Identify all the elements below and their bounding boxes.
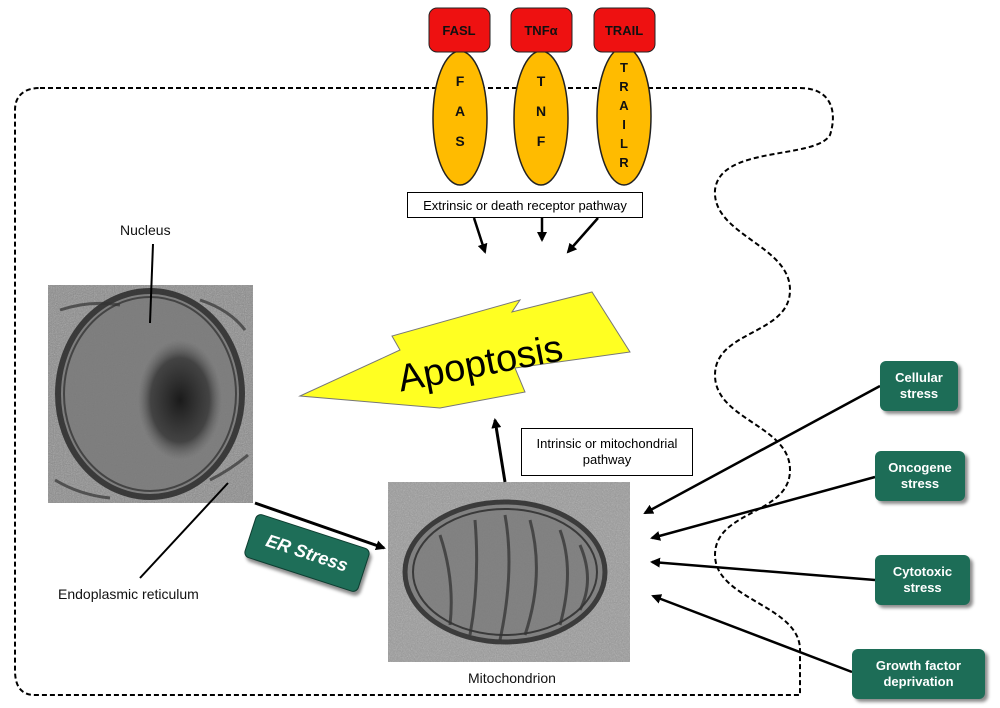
mitochondrion-micrograph [388, 482, 630, 662]
intrinsic-arrow [491, 418, 507, 483]
fas-arrow [472, 217, 488, 254]
mitochondrion-label: Mitochondrion [468, 670, 556, 686]
trail-label: TRAIL [605, 23, 643, 38]
cytotoxic-stress-arrow [650, 557, 876, 582]
trail-arrow [566, 217, 599, 254]
nucleus-pointer [149, 243, 154, 324]
receptor-letter: I [622, 117, 626, 132]
receptor-letter: L [620, 136, 628, 151]
tnf-receptor-letters: T N F [536, 73, 546, 149]
nucleus-label: Nucleus [120, 222, 171, 238]
fasl-label: FASL [442, 23, 475, 38]
er-label: Endoplasmic reticulum [58, 586, 199, 602]
er-stress-arrow [254, 501, 386, 551]
receptor-letter: N [536, 103, 546, 119]
cell-membrane [14, 87, 834, 696]
receptor-letter: F [456, 73, 465, 89]
receptor-letter: A [619, 98, 629, 113]
fasl-ligand [428, 7, 491, 53]
nucleus-micrograph [48, 285, 253, 503]
tnfa-ligand [510, 7, 573, 53]
oncogene-stress-box: Oncogene stress [875, 451, 965, 501]
oncogene-stress-arrow [650, 475, 876, 541]
fas-receptor-letters: F A S [455, 73, 465, 149]
cellular-stress-arrow [643, 384, 881, 515]
cellular-stress-box: Cellular stress [880, 361, 958, 411]
cytotoxic-stress-box: Cytotoxic stress [875, 555, 970, 605]
trailr-receptor-letters: T R A I L R [619, 60, 629, 170]
receptor-letter: A [455, 103, 465, 119]
receptor-letter: F [537, 133, 546, 149]
intrinsic-pathway-label: Intrinsic or mitochondrial pathway [521, 428, 693, 476]
growth-factor-box: Growth factor deprivation [852, 649, 985, 699]
apoptosis-bolt [298, 291, 631, 409]
receptor-letter: T [620, 60, 628, 75]
receptor-letter: T [537, 73, 546, 89]
er-pointer [139, 482, 229, 579]
receptor-letter: R [619, 79, 629, 94]
receptor-letter: S [455, 133, 464, 149]
growth-factor-arrow [651, 594, 853, 674]
extrinsic-pathway-label: Extrinsic or death receptor pathway [407, 192, 643, 218]
receptor-letter: R [619, 155, 629, 170]
tnfa-label: TNFα [524, 23, 557, 38]
trail-ligand [593, 7, 656, 53]
